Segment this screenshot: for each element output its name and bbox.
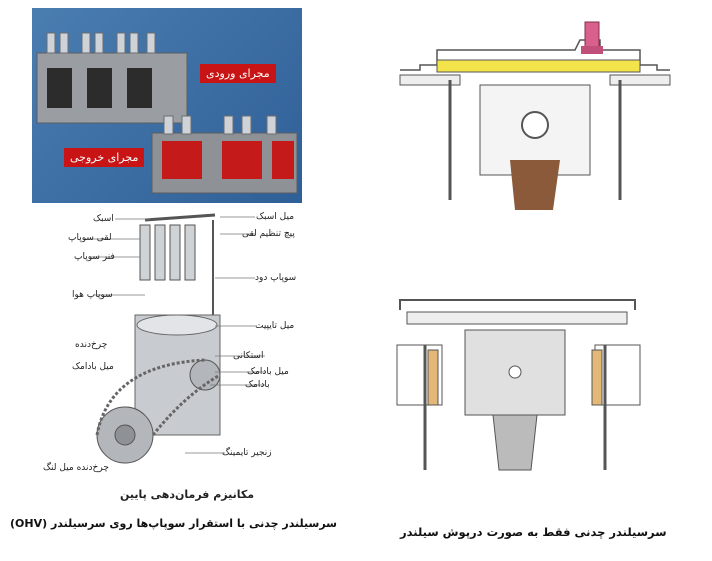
label-camshaft-left: میل بادامک [72,362,114,372]
label-tappet: استکانی [233,351,264,361]
intake-port-label: مجرای ورودی [200,64,276,83]
label-push-rod: میل تایپیت [255,321,295,331]
label-intake-valve: سوپاپ هوا [72,290,113,300]
label-camshaft: میل بادامک [247,367,289,377]
label-cam: بادامک [245,380,270,390]
caption-left: سرسیلندر چدنی با استقرار سوپاپ‌ها روی سر… [10,517,337,530]
exhaust-port-label: مجرای خروجی [64,148,145,167]
label-timing-chain: زنجیر تایمینگ [222,448,272,458]
cylinder-head-diagram-bottom [396,299,641,471]
cylinder-head-illustration [36,32,298,194]
label-crankshaft-gear: چرخ‌دنده میل لنگ [43,463,109,473]
mechanism-title: مکانیزم فرمان‌دهی پایین [120,488,255,501]
label-valve-clearance: لقی سوپاپ [68,233,112,243]
label-exhaust-valve: سوپاپ دود [255,273,297,283]
label-rocker-shaft: میل اسبک [256,212,295,222]
cylinder-head-photo: مجرای ورودی مجرای خروجی [32,8,302,203]
label-valve-spring: فنر سوپاپ [74,252,115,262]
label-rocker-arm: اسبک [93,214,114,224]
valve-mechanism-diagram [85,213,265,464]
caption-right: سرسیلندر چدنی فقط به صورت درپوش سیلندر [400,525,667,539]
label-gear: چرخ‌دنده [75,340,108,350]
label-adjusting-screw: پیچ تنظیم لقی [242,229,295,239]
cylinder-head-diagram-top [399,21,671,210]
